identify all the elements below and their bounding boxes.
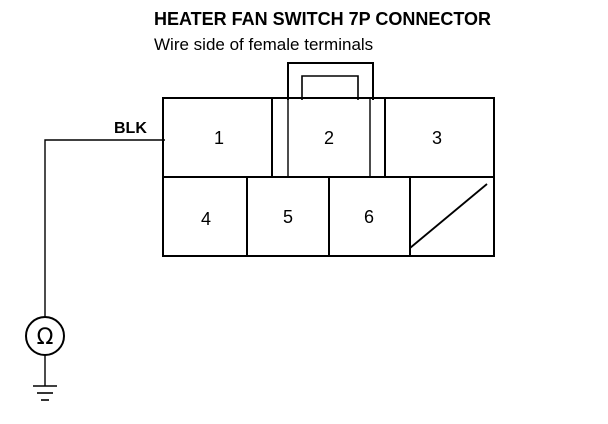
ohm-symbol: Ω xyxy=(37,325,54,350)
terminal-5: 5 xyxy=(283,207,293,227)
ohmmeter-icon: Ω xyxy=(25,316,65,356)
diagram-subtitle: Wire side of female terminals xyxy=(154,35,373,54)
blank-cavity-icon xyxy=(409,183,488,249)
terminal-1: 1 xyxy=(214,128,224,148)
terminal-6: 6 xyxy=(364,207,374,227)
terminal-4: 4 xyxy=(201,209,211,229)
ground-icon xyxy=(33,385,57,401)
probe-wire xyxy=(44,139,165,317)
terminal-3: 3 xyxy=(432,128,442,148)
connector-body xyxy=(162,62,495,257)
wire-color-label: BLK xyxy=(114,120,147,137)
terminal-2: 2 xyxy=(324,128,334,148)
diagram-title: HEATER FAN SWITCH 7P CONNECTOR xyxy=(154,9,491,29)
